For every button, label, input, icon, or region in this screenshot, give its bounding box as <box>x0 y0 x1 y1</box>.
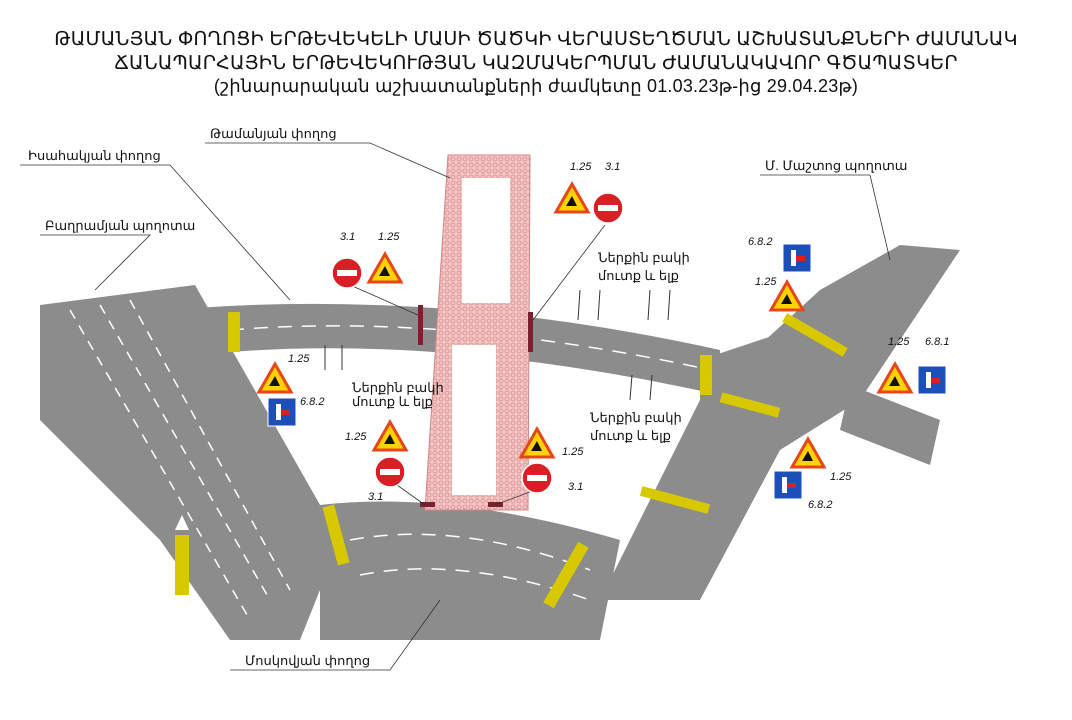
sign-group-mashtots-south: 1.25 6.8.2 <box>773 437 852 511</box>
no-entry-sign-icon <box>592 192 624 224</box>
crosswalks <box>175 312 848 609</box>
road-works-sign-icon <box>790 437 826 469</box>
tamanyan-pedestrian-street <box>418 154 533 511</box>
sign-group-moskovyan-east: 1.25 3.1 <box>519 427 584 494</box>
road-works-sign-icon <box>877 362 913 394</box>
note-yard-access: մուտք և ելք <box>590 428 671 443</box>
sign-code: 1.25 <box>562 446 584 458</box>
title-line-1: ԹԱՄԱՆՅԱՆ ՓՈՂՈՑԻ ԵՐԹԵՎԵԿԵԼԻ ՄԱՍԻ ԾԱԾԿԻ ՎԵ… <box>54 29 1018 50</box>
sign-code: 1.25 <box>830 471 852 483</box>
sign-code: 3.1 <box>605 161 620 173</box>
title-line-2: ՃԱՆԱՊԱՐՀԱՅԻՆ ԵՐԹԵՎԵԿՈՒԹՅԱՆ ԿԱԶՄԱԿԵՐՊՄԱՆ … <box>114 53 958 74</box>
label-baghramyan: Բաղրամյան պողոտա <box>45 218 195 233</box>
road-moskovyan <box>320 501 620 640</box>
note-yard-access: Ներքին բակի <box>598 250 690 265</box>
sign-code: 1.25 <box>755 276 777 288</box>
road-works-sign-icon <box>554 182 590 214</box>
label-mashtots: Մ. Մաշտոց պողոտա <box>765 158 907 173</box>
label-isahakyan: Իսահակյան փողոց <box>28 148 161 163</box>
sign-code: 6.8.2 <box>748 236 772 248</box>
sign-group-moskovyan-west: 1.25 3.1 <box>345 420 408 503</box>
sign-code: 1.25 <box>345 431 367 443</box>
note-yard-access: մուտք և ելք <box>598 268 679 283</box>
sign-group-side-street: 1.25 6.8.1 <box>877 336 949 395</box>
title-line-3: (շինարարական աշխատանքների ժամկետը 01.03.… <box>213 76 859 96</box>
label-tamanyan: Թամանյան փողոց <box>210 126 337 141</box>
dead-end-sign-icon <box>773 470 803 500</box>
note-yard-access: Ներքին բակի <box>590 410 682 425</box>
sign-group-isahakyan-west: 3.1 1.25 <box>331 231 403 289</box>
dead-end-sign-icon <box>917 365 947 395</box>
no-entry-sign-icon <box>331 257 363 289</box>
label-moskovyan: Մոսկովյան փողոց <box>245 653 370 668</box>
sign-code: 6.8.1 <box>925 336 949 348</box>
sign-code: 1.25 <box>288 353 310 365</box>
sign-code: 1.25 <box>888 336 910 348</box>
no-entry-sign-icon <box>374 456 406 488</box>
sign-group-baghramyan: 1.25 6.8.2 <box>257 353 324 427</box>
road-junction <box>700 330 860 440</box>
note-yard-access: Ներքին բակի <box>352 380 444 395</box>
no-entry-sign-icon <box>521 462 553 494</box>
dead-end-sign-icon <box>267 397 297 427</box>
sign-code: 3.1 <box>368 491 383 503</box>
road-baghramyan <box>40 285 340 640</box>
access-arrows <box>324 289 671 401</box>
sign-group-mashtots-north: 6.8.2 1.25 <box>748 236 812 312</box>
sign-code: 6.8.2 <box>808 499 832 511</box>
road-works-sign-icon <box>257 362 293 394</box>
sign-code: 1.25 <box>570 161 592 173</box>
sign-code: 6.8.2 <box>300 396 324 408</box>
sign-code: 3.1 <box>340 231 355 243</box>
sign-code: 3.1 <box>568 481 583 493</box>
road-side-right <box>840 385 940 465</box>
sign-code: 1.25 <box>378 231 400 243</box>
sign-group-isahakyan-east: 1.25 3.1 <box>554 161 624 224</box>
road-works-sign-icon <box>367 252 403 284</box>
note-yard-access: մուտք և ելք <box>352 394 433 409</box>
road-works-sign-icon <box>372 420 408 452</box>
dead-end-sign-icon <box>782 243 812 273</box>
